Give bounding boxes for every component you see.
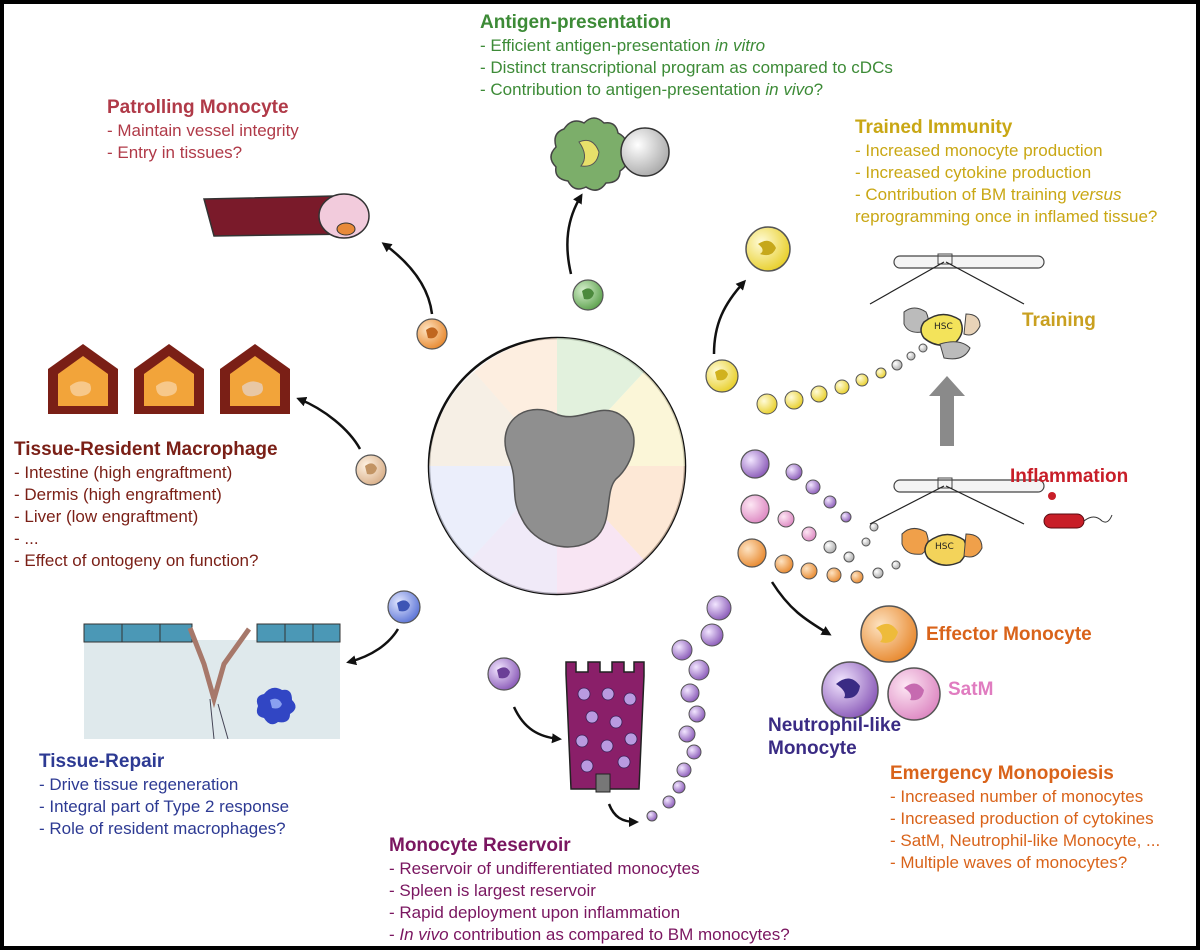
tissue-repair-title: Tissue-Repair	[39, 751, 165, 772]
inflammation-label: Inflammation	[1010, 466, 1129, 487]
reservoir-item: - Rapid deployment upon inflammation	[389, 903, 681, 922]
neutrophil-label-line2: Monocyte	[768, 738, 857, 759]
patrolling-item: - Maintain vessel integrity	[107, 121, 299, 140]
antigen-item: - Efficient antigen-presentation in vitr…	[480, 35, 893, 57]
emergency-item: - Increased production of cytokines	[890, 809, 1154, 828]
monocyte-green	[572, 279, 604, 311]
trained-item-3-text: - Contribution of BM training	[855, 185, 1072, 204]
training-arrow-head	[929, 376, 965, 396]
tissue-resident-item: - Liver (low engraftment)	[14, 507, 199, 526]
antigen-item: - Distinct transcriptional program as co…	[480, 58, 893, 77]
monocyte-purple-reservoir	[487, 657, 521, 691]
satm-label: SatM	[948, 679, 994, 700]
antigen-item: - Contribution to antigen-presentation i…	[480, 79, 893, 101]
bone-marrow-training	[869, 253, 1045, 360]
reservoir-item: - In vivo contribution as compared to BM…	[389, 925, 790, 944]
antigen-item-3-italic: in vivo	[765, 80, 814, 99]
patrolling-item: - Entry in tissues?	[107, 143, 243, 162]
satm-cell	[887, 667, 941, 721]
trained-item: reprogramming once in inflamed tissue?	[855, 207, 1158, 226]
diagram-artwork	[48, 117, 1113, 827]
reservoir-item-4-italic: In vivo	[399, 925, 449, 944]
bacterium-icon	[1043, 492, 1113, 529]
training-label: Training	[1022, 310, 1096, 331]
trained-item: - Increased monocyte production	[855, 141, 1103, 160]
spleen-tower-illustration	[565, 661, 645, 793]
patrolling-block: Patrolling Monocyte - Maintain vessel in…	[107, 96, 299, 164]
effector-label: Effector Monocyte	[926, 624, 1092, 645]
central-monocyte	[427, 336, 687, 596]
trained-block: Trained Immunity - Increased monocyte pr…	[855, 116, 1157, 228]
tissue-repair-block: Tissue-Repair - Drive tissue regeneratio…	[39, 750, 289, 840]
monocyte-orange-top	[416, 318, 448, 350]
emergency-item: - Increased number of monocytes	[890, 787, 1144, 806]
patrolling-title: Patrolling Monocyte	[107, 97, 289, 118]
tissue-resident-item: - ...	[14, 529, 39, 548]
tissue-repair-item: - Role of resident macrophages?	[39, 819, 286, 838]
reservoir-item: - Reservoir of undifferentiated monocyte…	[389, 859, 700, 878]
tissue-resident-block: Tissue-Resident Macrophage - Intestine (…	[14, 438, 278, 572]
nucleus-shape	[504, 408, 635, 548]
antigen-block: Antigen-presentation - Efficient antigen…	[480, 11, 893, 101]
bone-marrow-inflammation	[869, 477, 1045, 566]
training-arrow-shaft	[940, 394, 954, 446]
trained-item-3-italic: versus	[1071, 185, 1122, 204]
tissue-repair-item: - Integral part of Type 2 response	[39, 797, 290, 816]
trained-item: - Increased cytokine production	[855, 163, 1092, 182]
antigen-item-3-suffix: ?	[813, 80, 824, 99]
antigen-item-3-text: - Contribution to antigen-presentation	[480, 80, 766, 99]
emergency-item: - SatM, Neutrophil-like Monocyte, ...	[890, 831, 1161, 850]
trained-monocyte-illustration	[745, 226, 791, 272]
antigen-title: Antigen-presentation	[480, 12, 672, 33]
pathway-arrows	[296, 193, 832, 827]
inflammation-cell-chain	[774, 463, 901, 584]
emergency-block: Emergency Monopoiesis - Increased number…	[890, 762, 1160, 874]
figure-panel: Patrolling Monocyte - Maintain vessel in…	[4, 4, 1196, 946]
blood-vessel-illustration	[203, 193, 370, 239]
tissue-resident-item: - Effect of ontogeny on function?	[14, 551, 259, 570]
reservoir-title: Monocyte Reservoir	[389, 835, 571, 856]
effector-monocyte-cell	[860, 605, 918, 663]
emergency-item: - Multiple waves of monocytes?	[890, 853, 1128, 872]
antigen-item-1-italic: in vitro	[715, 36, 766, 55]
tissue-repair-illustration	[83, 623, 341, 740]
tissue-resident-title: Tissue-Resident Macrophage	[14, 439, 278, 460]
monocyte-pink-right	[740, 494, 770, 524]
tissue-houses	[48, 344, 290, 414]
monocyte-tan-left	[355, 454, 387, 486]
hsc-label-top: HSC	[934, 322, 953, 332]
tissue-resident-item: - Dermis (high engraftment)	[14, 485, 222, 504]
reservoir-item: - Spleen is largest reservoir	[389, 881, 596, 900]
monocyte-purple-right	[740, 449, 770, 479]
reservoir-item-4-suffix: contribution as compared to BM monocytes…	[448, 925, 790, 944]
trained-cell-chain	[756, 343, 928, 415]
tissue-repair-item: - Drive tissue regeneration	[39, 775, 239, 794]
tissue-resident-item: - Intestine (high engraftment)	[14, 463, 233, 482]
neutrophil-like-cell	[821, 661, 879, 719]
trained-title: Trained Immunity	[855, 117, 1013, 138]
antigen-presenting-cell-illustration	[550, 117, 670, 191]
neutrophil-label-line1: Neutrophil-like	[768, 715, 902, 736]
reservoir-cell-chain	[646, 595, 732, 822]
monocyte-orange-right	[737, 538, 767, 568]
antigen-item-1-text: - Efficient antigen-presentation	[480, 36, 715, 55]
monocyte-yellow	[705, 359, 739, 393]
trained-item: - Contribution of BM training versus	[855, 184, 1157, 206]
hsc-label-bottom: HSC	[935, 542, 954, 552]
emergency-title: Emergency Monopoiesis	[890, 763, 1114, 784]
monocyte-blue	[387, 590, 421, 624]
reservoir-block: Monocyte Reservoir - Reservoir of undiff…	[389, 834, 790, 946]
